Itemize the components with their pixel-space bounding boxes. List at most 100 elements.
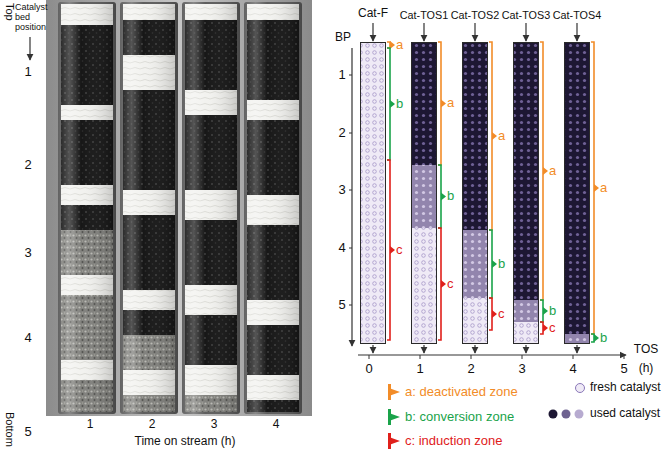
zone-brace bbox=[438, 228, 441, 340]
catalyst-fill bbox=[411, 165, 437, 228]
figure-label: b bbox=[498, 257, 505, 272]
axis-tick bbox=[420, 355, 421, 359]
figure-label: c bbox=[396, 243, 403, 258]
catalyst-fill bbox=[564, 42, 590, 334]
axis-tick bbox=[624, 355, 625, 359]
figure-label: 3 bbox=[211, 418, 218, 432]
zone-brace bbox=[438, 165, 441, 228]
brace-notch bbox=[441, 100, 446, 108]
brace-notch bbox=[492, 310, 497, 318]
tube-shine bbox=[120, 2, 178, 414]
tube-shine bbox=[58, 2, 116, 414]
figure-label: BP bbox=[335, 31, 351, 45]
brace-notch bbox=[594, 334, 599, 342]
zone-brace bbox=[591, 334, 594, 342]
figure-label: 4 bbox=[569, 362, 576, 377]
catalyst-fill bbox=[513, 300, 539, 322]
legend-swatch bbox=[388, 384, 400, 400]
figure-label: 4 bbox=[273, 418, 280, 432]
tos-axis bbox=[358, 354, 626, 355]
axis-tick bbox=[349, 305, 352, 306]
fresh-marker bbox=[576, 384, 585, 393]
catalyst-column: Cat-TOS1 bbox=[411, 42, 437, 344]
axis-tick bbox=[471, 355, 472, 359]
flow-arrow bbox=[525, 345, 526, 353]
figure-label: a bbox=[447, 96, 454, 111]
figure-label: 3 bbox=[338, 183, 345, 198]
figure-label: Time on stream (h) bbox=[135, 435, 236, 449]
column-heading: Cat-TOS4 bbox=[553, 9, 601, 21]
brace-notch bbox=[543, 324, 548, 332]
figure-label: 5 bbox=[338, 298, 345, 313]
axis-tick bbox=[349, 133, 352, 134]
figure-label: 2 bbox=[24, 158, 31, 173]
column-heading: Cat-TOS3 bbox=[502, 9, 550, 21]
figure-label: a bbox=[600, 181, 607, 196]
column-heading: Cat-F bbox=[358, 7, 388, 21]
zone-braces bbox=[387, 41, 599, 342]
catalyst-fill bbox=[513, 322, 539, 344]
brace-notch bbox=[594, 184, 599, 192]
figure-label: b bbox=[600, 331, 607, 346]
figure-label: 5 bbox=[620, 362, 627, 377]
reactor-tube bbox=[182, 2, 240, 414]
legend-markers bbox=[549, 384, 585, 419]
brace-notch bbox=[543, 167, 548, 175]
legend-item: a: deactivated zone bbox=[388, 384, 518, 400]
flow-arrows bbox=[373, 23, 577, 353]
zone-brace bbox=[540, 322, 543, 334]
brace-notch bbox=[390, 246, 395, 254]
axis-tick bbox=[369, 355, 370, 359]
flow-arrow bbox=[423, 345, 424, 353]
axis-tick bbox=[349, 190, 352, 191]
tube-glass bbox=[182, 2, 240, 414]
flow-arrow bbox=[525, 23, 526, 41]
legend-text: fresh catalyst bbox=[590, 381, 661, 395]
figure-label: c bbox=[498, 307, 505, 322]
figure-label: 2 bbox=[467, 362, 474, 377]
axis-tick bbox=[349, 248, 352, 249]
legend-swatch bbox=[388, 433, 400, 449]
brace-notch bbox=[390, 100, 395, 108]
zone-brace bbox=[387, 42, 390, 48]
legend-text: a: deactivated zone bbox=[405, 385, 518, 400]
legend-item: fresh catalyst bbox=[590, 381, 661, 395]
tube-glass bbox=[244, 2, 302, 414]
tube-glass bbox=[120, 2, 178, 414]
figure-label: Bottom bbox=[3, 412, 16, 447]
figure-label: 1 bbox=[416, 362, 423, 377]
figure-label: 0 bbox=[365, 362, 372, 377]
figure-label: 1 bbox=[87, 418, 94, 432]
legend-text: c: induction zone bbox=[405, 434, 503, 449]
column-heading: Cat-TOS1 bbox=[400, 9, 448, 21]
legend-item: used catalyst bbox=[590, 407, 660, 421]
zone-brace bbox=[438, 42, 441, 165]
catalyst-fill bbox=[411, 42, 437, 165]
bed-schematic bbox=[360, 42, 590, 344]
axis-tick bbox=[522, 355, 523, 359]
legend-item: b: conversion zone bbox=[388, 409, 514, 425]
brace-notch bbox=[543, 307, 548, 315]
flow-arrow bbox=[372, 345, 373, 353]
reactor-tube bbox=[58, 2, 116, 414]
figure-label: 5 bbox=[24, 425, 31, 440]
flow-arrow bbox=[474, 23, 475, 41]
flow-arrow bbox=[576, 23, 577, 41]
brace-notch bbox=[441, 280, 446, 288]
tube-shine bbox=[244, 2, 302, 414]
catalyst-column: Cat-TOS2 bbox=[462, 42, 488, 344]
zone-brace bbox=[540, 300, 543, 322]
catalyst-column: Cat-TOS3 bbox=[513, 42, 539, 344]
figure-label: b bbox=[396, 97, 403, 112]
figure-label: 1 bbox=[24, 65, 31, 80]
column-heading: Cat-TOS2 bbox=[451, 9, 499, 21]
catalyst-fill bbox=[462, 298, 488, 344]
catalyst-column: Cat-TOS4 bbox=[564, 42, 590, 344]
figure-label: Top bbox=[3, 3, 16, 21]
flow-arrow bbox=[474, 345, 475, 353]
catalyst-fill bbox=[462, 230, 488, 298]
reactor-tube bbox=[120, 2, 178, 414]
reactor-photo bbox=[58, 2, 302, 414]
